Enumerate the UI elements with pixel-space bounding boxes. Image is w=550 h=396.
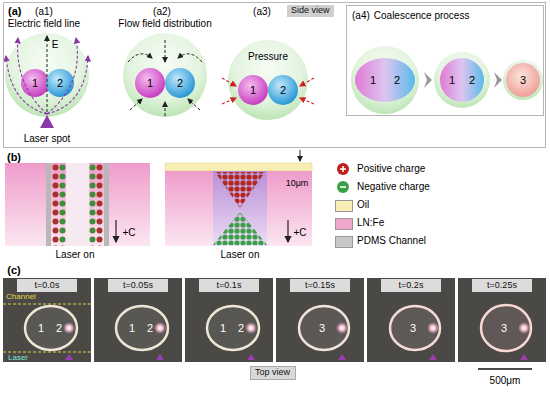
- legend-item: PDMS Channel: [335, 234, 465, 249]
- frame-label: 3: [501, 322, 507, 334]
- frame-label: t=0.1s: [217, 281, 242, 291]
- laser-label: Laser spot: [24, 133, 71, 144]
- frame-label: t=0.05s: [123, 281, 153, 291]
- droplet-number: 2: [280, 84, 286, 96]
- frame-label: 2: [147, 322, 153, 334]
- legend-swatch: [335, 200, 353, 212]
- frame-label: 3: [410, 322, 416, 334]
- frame-label: t=0.2s: [399, 281, 424, 291]
- frame-label: 1: [38, 322, 44, 334]
- droplet-number: 2: [469, 74, 475, 86]
- frame-label: t=0.15s: [305, 281, 335, 291]
- legend-text: PDMS Channel: [357, 235, 426, 246]
- video-frame: t=0.05s 12: [94, 278, 182, 362]
- view-tag: Side view: [287, 5, 334, 17]
- legend-item: Positive charge: [335, 162, 465, 177]
- droplet-number: 2: [177, 77, 183, 89]
- laser-label: Laser on: [56, 249, 95, 260]
- legend-swatch: [335, 218, 353, 230]
- video-frame: t=0.0sChannel 12Laser: [3, 278, 91, 362]
- legend-text: Positive charge: [357, 163, 425, 174]
- subpanel-title: (a4): [352, 10, 370, 21]
- legend-item: Negative charge: [335, 180, 465, 195]
- video-frame: t=0.1s 12: [185, 278, 273, 362]
- panel-letter: (c): [7, 264, 20, 276]
- frame-label: 1: [129, 322, 135, 334]
- frame-label: Laser: [8, 354, 28, 363]
- subpanel-label: (a3): [253, 6, 271, 17]
- field-symbol: E: [52, 39, 59, 50]
- video-frame: t=0.2s 3: [367, 278, 455, 362]
- laser-label: Laser on: [221, 249, 260, 260]
- panel-letter: (b): [7, 151, 21, 163]
- droplet-number: 2: [394, 74, 400, 86]
- frame-label: t=0.0s: [35, 281, 60, 291]
- dimension-label: 10μm: [286, 179, 309, 189]
- droplet-number: 1: [250, 84, 256, 96]
- legend-text: Oil: [357, 199, 369, 210]
- droplet-number: 1: [147, 77, 153, 89]
- panel-letter: (a): [8, 5, 21, 17]
- subpanel-title: Flow field distribution: [118, 18, 211, 29]
- scale-label: 500μm: [490, 375, 521, 386]
- droplet-number: 3: [520, 74, 526, 86]
- axis-label: +C: [293, 227, 306, 238]
- droplet-number: 2: [57, 77, 63, 89]
- frame-label: t=0.25s: [487, 281, 517, 291]
- frame-label: 2: [56, 322, 62, 334]
- frame-label: Channel: [6, 293, 36, 302]
- view-label: Side view: [291, 6, 330, 16]
- droplet-number: 1: [370, 74, 376, 86]
- legend-swatch: [335, 236, 353, 248]
- view-label: Top view: [255, 368, 290, 378]
- view-tag: Top view: [250, 366, 296, 380]
- subpanel-box: (a4) Coalescence process: [346, 5, 544, 116]
- charge-symbol: [336, 180, 350, 194]
- legend-text: LN:Fe: [357, 217, 384, 228]
- legend-item: Oil: [335, 198, 465, 213]
- legend-text: Negative charge: [357, 181, 430, 192]
- droplet-number: 1: [449, 74, 455, 86]
- droplet-number: 1: [32, 77, 38, 89]
- frame-label: 2: [238, 322, 244, 334]
- subpanel-label: (a2): [153, 6, 171, 17]
- subpanel-title: Coalescence process: [374, 10, 470, 21]
- charge-symbol: [336, 162, 350, 176]
- subpanel-title: Electric field line: [8, 18, 80, 29]
- subpanel-label: (a1): [35, 6, 53, 17]
- axis-label: +C: [122, 227, 135, 238]
- video-frame: t=0.15s 3: [276, 278, 364, 362]
- panel-box: (a) Side view (a4) Coalescence process: [3, 2, 546, 148]
- pressure-label: Pressure: [248, 51, 288, 62]
- frame-label: 3: [319, 322, 325, 334]
- video-frame: t=0.25s 3: [458, 278, 546, 362]
- frame-label: 1: [220, 322, 226, 334]
- legend-item: LN:Fe: [335, 216, 465, 231]
